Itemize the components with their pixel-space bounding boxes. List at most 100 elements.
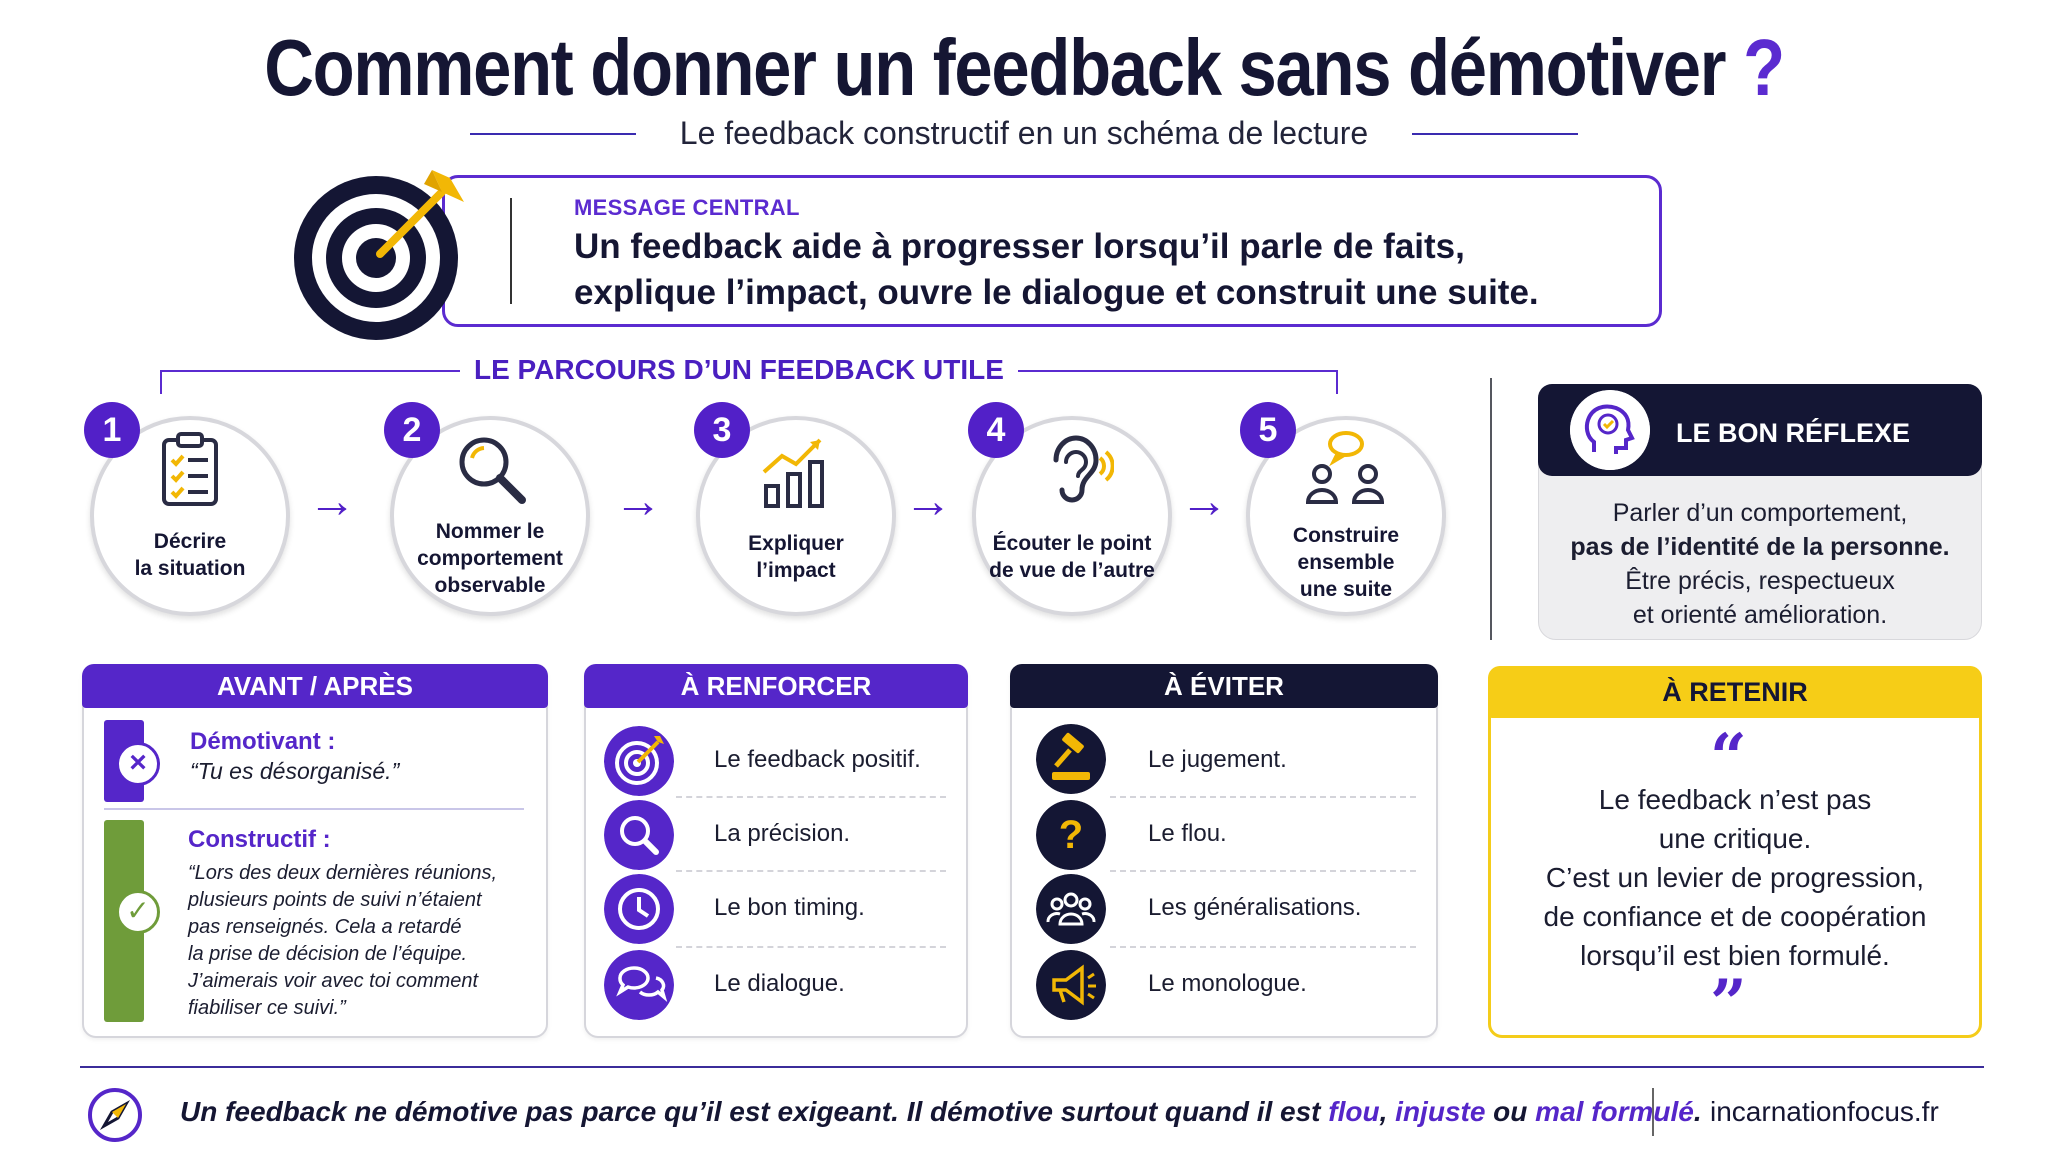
demotivant-label: Démotivant : <box>190 728 336 755</box>
step-5-line-2: ensemble <box>1297 551 1395 574</box>
footer-sep-2: ou <box>1485 1096 1536 1127</box>
step-4-line-2: de vue de l’autre <box>989 559 1155 582</box>
megaphone-icon <box>1036 950 1106 1020</box>
head-target-icon <box>1570 390 1650 470</box>
step-1-label: Décrire la situation <box>90 528 290 582</box>
step-3-label: Expliquer l’impact <box>696 530 896 584</box>
step-5-number: 5 <box>1240 402 1296 458</box>
step-1-line-1: Décrire <box>153 530 227 553</box>
footer-rule <box>80 1066 1984 1068</box>
magnifier-icon <box>604 800 674 870</box>
cross-icon: × <box>116 742 160 786</box>
step-3-number: 3 <box>694 402 750 458</box>
footer-highlight-injuste: injuste <box>1395 1096 1486 1127</box>
subtitle-rule-right <box>1412 132 1579 135</box>
subtitle: Le feedback constructif en un schéma de … <box>679 115 1369 151</box>
step-3-line-2: l’impact <box>756 559 836 582</box>
reflex-line-1: Parler d’un comportement, <box>1612 499 1908 527</box>
message-line-1: Un feedback aide à progresser lorsqu’il … <box>574 227 1465 266</box>
constructif-line-4: la prise de décision de l’équipe. <box>188 943 468 965</box>
message-text: Un feedback aide à progresser lorsqu’il … <box>574 224 1634 316</box>
avant-apres-header: AVANT / APRÈS <box>82 664 548 708</box>
step-3-line-1: Expliquer <box>748 532 844 555</box>
constructif-line-1: “Lors des deux dernières réunions, <box>188 862 498 884</box>
renforcer-item-1: Le feedback positif. <box>714 746 921 773</box>
demotivant-quote: “Tu es désorganisé.” <box>190 758 400 784</box>
gavel-icon <box>1036 724 1106 794</box>
step-1-number: 1 <box>84 402 140 458</box>
arrow-2-icon: → <box>614 475 662 528</box>
footer-text-main: Un feedback ne démotive pas parce qu’il … <box>180 1096 1329 1127</box>
eviter-item-2: Le flou. <box>1148 820 1227 847</box>
renforcer-item-2: La précision. <box>714 820 851 847</box>
eviter-item-4: Le monologue. <box>1148 970 1307 997</box>
retenir-line-2: une critique. <box>1658 823 1812 854</box>
footer-site-link[interactable]: incarnationfocus.fr <box>1710 1096 1939 1127</box>
reflex-line-2: pas de l’identité de la personne. <box>1570 533 1950 561</box>
close-quote-icon: ” <box>1710 966 1747 1041</box>
avant-apres-separator <box>104 808 524 810</box>
message-line-2: explique l’impact, ouvre le dialogue et … <box>574 273 1539 312</box>
constructif-label: Constructif : <box>188 826 331 853</box>
eviter-separator <box>1110 796 1416 798</box>
retenir-line-4: de confiance et de coopération <box>1543 901 1927 932</box>
reflex-title: LE BON RÉFLEXE <box>1676 418 1911 448</box>
message-label: MESSAGE CENTRAL <box>574 195 800 220</box>
step-2-line-1: Nommer le <box>435 520 545 543</box>
renforcer-item-4: Le dialogue. <box>714 970 845 997</box>
step-5-line-1: Construire <box>1292 524 1400 547</box>
footer-message: Un feedback ne démotive pas parce qu’il … <box>180 1096 1702 1128</box>
ear-icon <box>1053 435 1114 503</box>
clock-icon <box>604 874 674 944</box>
message-divider <box>510 198 512 304</box>
step-2-line-3: observable <box>434 574 546 597</box>
eviter-header: À ÉVITER <box>1010 664 1438 708</box>
arrow-4-icon: → <box>1180 475 1228 528</box>
check-icon: ✓ <box>116 890 160 934</box>
reflex-text: Parler d’un comportement, pas de l’ident… <box>1538 496 1982 632</box>
arrow-3-icon: → <box>904 475 952 528</box>
svg-text:?: ? <box>1059 813 1083 857</box>
arrow-1-icon: → <box>308 475 356 528</box>
constructif-line-3: pas renseignés. Cela a retardé <box>188 916 462 938</box>
eviter-separator <box>1110 870 1416 872</box>
speech-bubbles-icon <box>604 950 674 1020</box>
footer-end: . <box>1693 1096 1702 1127</box>
constructif-quote: “Lors des deux dernières réunions, plusi… <box>188 860 530 1022</box>
footer-sep-1: , <box>1379 1096 1396 1127</box>
step-4-number: 4 <box>968 402 1024 458</box>
constructif-line-5: J’aimerais voir avec toi comment <box>188 970 479 992</box>
retenir-text: Le feedback n’est pas une critique. C’es… <box>1488 780 1982 975</box>
target-icon <box>294 170 464 340</box>
retenir-line-1: Le feedback n’est pas <box>1598 784 1872 815</box>
question-mark-icon: ? <box>1036 800 1106 870</box>
step-5-label: Construire ensemble une suite <box>1246 522 1446 603</box>
subtitle-rule-left <box>469 132 636 135</box>
reflex-line-3: Être précis, respectueux <box>1625 567 1895 595</box>
retenir-card <box>1488 666 1982 1038</box>
retenir-header: À RETENIR <box>1488 666 1982 718</box>
renforcer-separator <box>676 946 946 948</box>
eviter-item-1: Le jugement. <box>1148 746 1287 773</box>
avant-apres-card <box>82 664 548 1038</box>
growth-chart-icon <box>762 438 824 508</box>
step-5-line-3: une suite <box>1299 578 1393 601</box>
renforcer-separator <box>676 796 946 798</box>
step-2-label: Nommer le comportement observable <box>390 518 590 599</box>
clipboard-checklist-icon <box>162 432 218 506</box>
step-1-line-2: la situation <box>134 557 246 580</box>
open-quote-icon: “ <box>1710 720 1747 795</box>
eviter-separator <box>1110 946 1416 948</box>
step-4-line-1: Écouter le point <box>992 532 1152 555</box>
renforcer-item-3: Le bon timing. <box>714 894 865 921</box>
footer-highlight-mal-formule: mal formulé <box>1535 1096 1694 1127</box>
target-icon <box>604 726 674 796</box>
eviter-item-3: Les généralisations. <box>1148 894 1362 921</box>
page-title: Comment donner un feedback sans démotive… <box>264 23 1785 112</box>
footer-highlight-flou: flou <box>1328 1096 1380 1127</box>
magnifier-icon <box>459 437 526 504</box>
renforcer-header: À RENFORCER <box>584 664 968 708</box>
step-2-number: 2 <box>384 402 440 458</box>
retenir-line-3: C’est un levier de progression, <box>1545 862 1925 893</box>
reflex-line-4: et orienté amélioration. <box>1632 601 1888 629</box>
